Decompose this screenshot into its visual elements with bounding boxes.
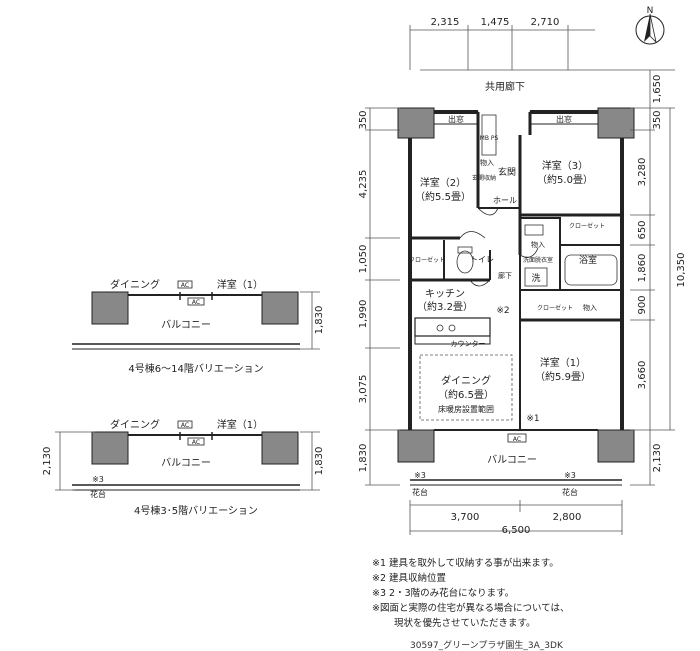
ac-label-main: AC [513,436,521,443]
var2-mark3: ※3 [92,475,104,484]
dim-left-6: 1,830 [358,444,369,473]
room-western3-area: （約5.0畳） [537,173,593,186]
mark1-label: ※1 [526,414,539,424]
dim-bottom-1: 3,700 [451,512,480,523]
dim-right-1: 1,650 [652,75,663,104]
dim-left-1: 350 [358,110,369,129]
flowerbed-right: 花台 [562,487,578,497]
corridor-small: 廊下 [498,271,512,280]
entrance-storage: 玄関収納 [472,174,496,182]
storage-label-1: 物入 [480,158,494,167]
dim-right-total: 10,350 [676,253,687,288]
dim-left-2: 4,235 [358,170,369,199]
compass-icon: N [635,6,665,45]
mark3-label-right: ※3 [564,471,576,480]
closet-left: クローゼット [409,256,445,264]
notes: ※1 建具を取外して収納する事が出来ます。 ※2 建具収納位置 ※3 2・3階の… [372,556,570,631]
deruma-label-2: 出窓 [556,114,572,124]
dim-left-5: 3,075 [358,375,369,404]
dim-right-2: 350 [652,110,663,129]
balcony-label: バルコニー [487,454,537,466]
corridor-label: 共用廊下 [485,80,525,93]
variation-1-plan [72,280,320,350]
room-hall: ホール [493,196,517,205]
closet-right: クローゼット [569,222,605,230]
var1-balcony: バルコニー [161,319,211,331]
room-western1-area: （約5.9畳） [535,370,591,383]
main-walls [397,107,635,463]
mbps-label: MB PS [480,135,499,142]
dim-right-7: 3,660 [637,361,648,390]
var1-dim-right: 1,830 [314,306,325,335]
var1-ac-bottom: AC [192,299,200,306]
dim-top-2: 1,475 [481,17,510,28]
dim-bottom-2: 2,800 [553,512,582,523]
var2-balcony: バルコニー [161,457,211,469]
var1-dining: ダイニング [110,278,160,291]
dim-left-3: 1,050 [358,245,369,274]
var2-ac-bottom: AC [192,439,200,446]
counter-label: カウンター [451,339,486,348]
room-entrance: 玄関 [498,166,516,178]
note-3: ※3 2・3階のみ花台になります。 [372,588,515,599]
var2-caption: 4号棟3･5階バリエーション [134,504,258,517]
room-western2-area: （約5.5畳） [415,190,471,203]
room-kitchen-area: （約3.2畳） [417,300,473,313]
note-5: 現状を優先させていただきます。 [394,618,536,629]
var2-dining: ダイニング [110,418,160,431]
room-bath: 浴室 [579,254,597,266]
compass-label: N [647,6,654,16]
room-washroom: 洗面脱衣室 [523,256,553,264]
deruma-label-1: 出窓 [448,114,464,124]
dim-right-4: 650 [637,220,648,239]
plan-caption: 30597_グリーンプラザ園生_3A_3DK [410,641,563,651]
dim-right-3: 3,280 [637,158,648,187]
room-western2: 洋室（2） [420,176,466,189]
var1-western: 洋室（1） [217,278,263,291]
flowerbed-left: 花台 [412,487,428,497]
closet-small: クローゼット [537,304,573,312]
var2-western: 洋室（1） [217,418,263,431]
room-dining: ダイニング [441,374,491,387]
room-western3: 洋室（3） [542,159,588,172]
dim-bottom-total: 6,500 [502,525,531,536]
room-kitchen: キッチン [425,288,465,300]
var2-flowerbed: 花台 [90,489,106,499]
room-western1: 洋室（1） [540,356,586,369]
floor-heating-label: 床暖房設置範囲 [438,404,494,414]
mark2-label: ※2 [496,306,509,316]
note-2: ※2 建具収納位置 [372,573,447,584]
dim-right-5: 1,860 [637,254,648,283]
dim-right-8: 2,130 [652,444,663,473]
variation-2-plan [55,420,320,491]
note-1: ※1 建具を取外して収納する事が出来ます。 [372,558,559,569]
room-dining-area: （約6.5畳） [438,388,494,401]
dim-top-1: 2,315 [431,17,460,28]
var1-ac-top: AC [181,282,189,289]
var1-caption: 4号棟6～14階バリエーション [128,362,263,375]
var2-ac-top: AC [181,422,189,429]
wash-label: 洗 [531,272,540,284]
storage-label-3: 物入 [583,303,597,312]
storage-label-2: 物入 [531,240,545,249]
room-toilet: トイレ [470,255,494,264]
var2-dim-left: 2,130 [42,447,53,476]
mark3-label-left: ※3 [414,471,426,480]
dim-left-4: 1,990 [358,300,369,329]
note-4: ※図面と実際の住宅が異なる場合については、 [372,603,570,614]
var2-dim-right: 1,830 [314,447,325,476]
dim-right-6: 900 [637,295,648,314]
dim-top-3: 2,710 [531,17,560,28]
